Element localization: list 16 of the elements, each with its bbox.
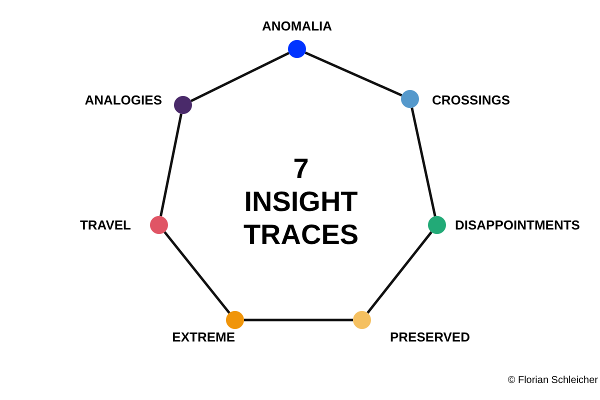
node-label: ANALOGIES xyxy=(84,94,162,106)
node-label: TRAVEL xyxy=(80,218,131,232)
diagram-title: 7 INSIGHT TRACES xyxy=(242,152,360,251)
connector-line xyxy=(160,114,182,216)
connector-line xyxy=(304,52,402,96)
connector-line xyxy=(410,108,436,216)
node-label: CROSSINGS xyxy=(432,94,510,106)
node-label: PRESERVED xyxy=(390,330,470,344)
connector-line xyxy=(244,318,353,322)
connector-line xyxy=(190,52,290,102)
node-label: DISAPPOINTMENTS xyxy=(455,218,580,232)
copyright-note: © Florian Schleicher xyxy=(508,374,598,388)
node-label: ANOMALIA xyxy=(262,20,332,32)
connector-line xyxy=(366,231,432,314)
connector-line xyxy=(164,231,230,314)
node-label: EXTREME xyxy=(172,330,235,344)
